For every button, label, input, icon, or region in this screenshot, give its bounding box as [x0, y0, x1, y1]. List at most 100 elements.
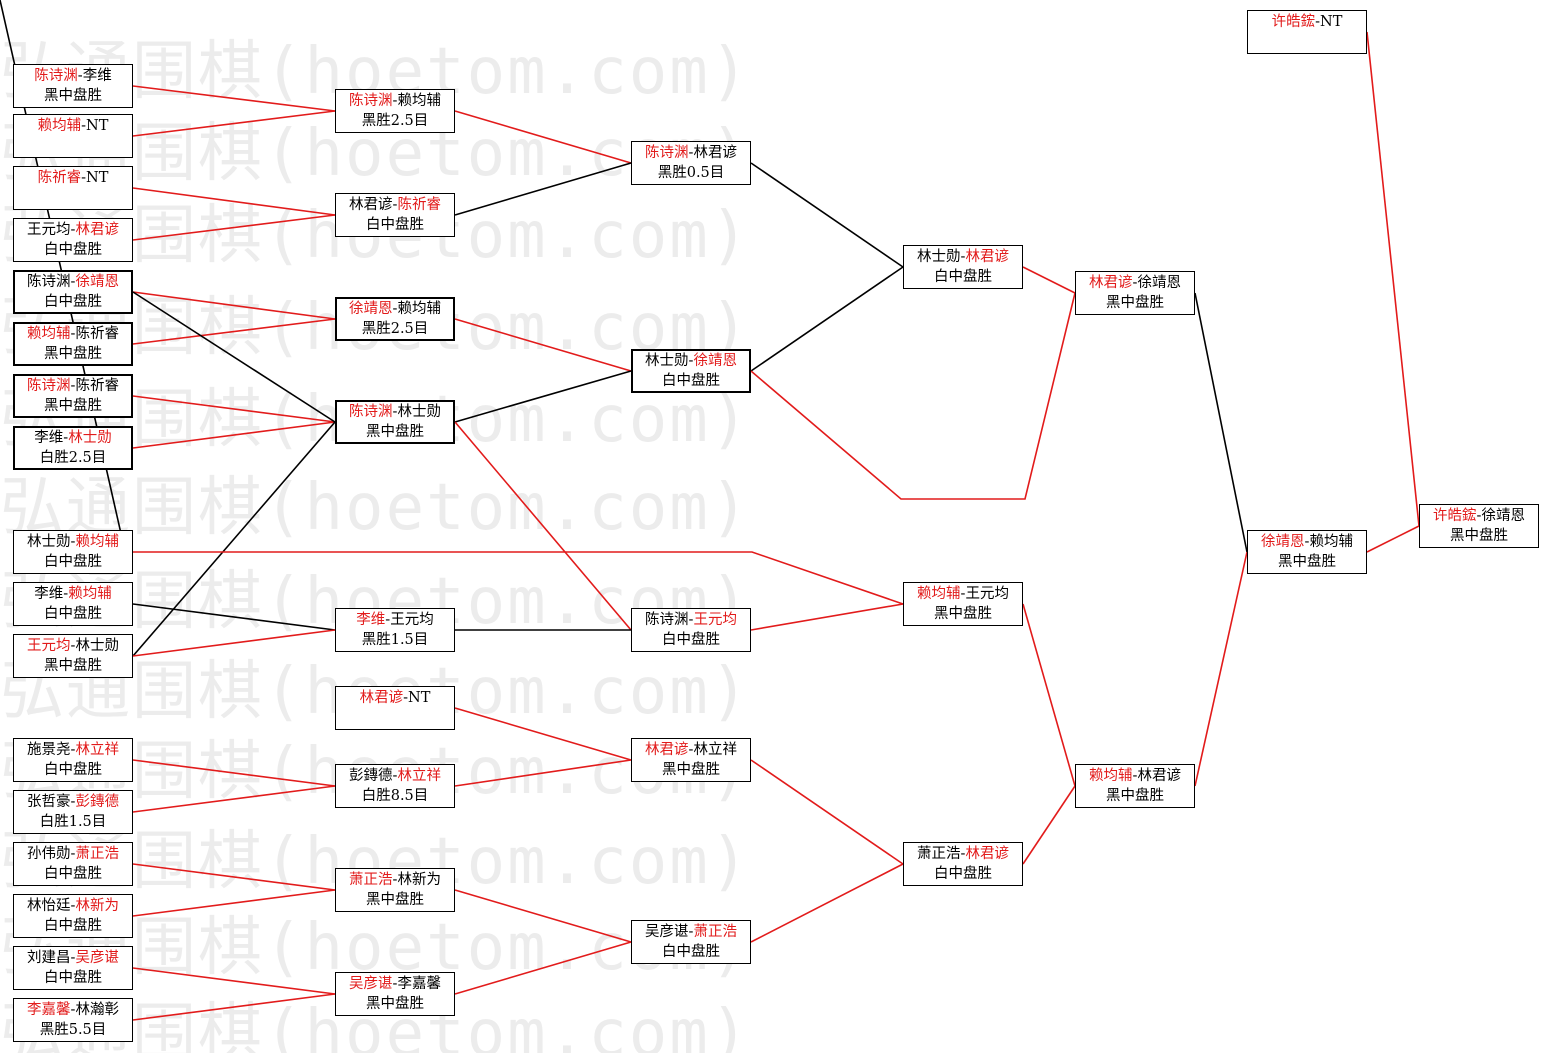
match-result: 白中盘胜	[44, 242, 102, 258]
match-result: 白中盘胜	[44, 918, 102, 934]
match-result: 白中盘胜	[366, 217, 424, 233]
player-separator: -	[1476, 508, 1482, 524]
player-black: 李嘉馨	[27, 1002, 71, 1018]
match-players: 李维-林士勋	[34, 428, 111, 448]
match-players: 赖均辅-陈祈睿	[27, 324, 119, 344]
player-white: 赖均辅	[68, 586, 112, 602]
player-black: 陈诗渊	[27, 274, 71, 290]
match-box-r4_02: 赖均辅-王元均黑中盘胜	[903, 582, 1023, 626]
match-players: 施景尧-林立祥	[27, 740, 119, 760]
player-black: 李维	[356, 612, 386, 628]
player-separator: -	[1132, 275, 1138, 291]
match-players: 徐靖恩-赖均辅	[1261, 532, 1353, 552]
match-box-r2_09: 吴彦谌-李嘉馨黑中盘胜	[335, 972, 455, 1016]
match-box-r1_08: 李维-林士勋白胜2.5目	[13, 426, 133, 470]
player-separator: -	[1304, 534, 1310, 550]
player-white: 徐靖恩	[1137, 275, 1181, 291]
player-black: 林君谚	[1089, 275, 1133, 291]
match-players: 吴彦谌-萧正浩	[645, 922, 737, 942]
player-white: 林新为	[75, 898, 119, 914]
match-result: 黑中盘胜	[1106, 295, 1164, 311]
player-white: 王元均	[965, 586, 1009, 602]
player-separator: -	[960, 586, 966, 602]
match-result: 白中盘胜	[44, 866, 102, 882]
player-white: 陈祈睿	[397, 197, 441, 213]
connector-r1_08-r2_04	[132, 421, 336, 449]
match-box-r5_02: 赖均辅-林君谚黑中盘胜	[1075, 764, 1195, 808]
match-result: 白胜2.5目	[39, 450, 107, 466]
player-separator: -	[688, 924, 694, 940]
match-result: 白胜8.5目	[361, 788, 429, 804]
match-result: 黑胜2.5目	[361, 113, 429, 129]
match-box-r2_08: 萧正浩-林新为黑中盘胜	[335, 868, 455, 912]
match-players: 林士勋-徐靖恩	[645, 351, 737, 371]
player-black: 徐靖恩	[349, 301, 393, 317]
connector-r1_11-r2_05	[132, 629, 336, 657]
player-black: 孙伟勋	[27, 846, 71, 862]
match-box-r1_17: 李嘉馨-林瀚彰黑胜5.5目	[13, 998, 133, 1042]
player-white: 萧正浩	[693, 924, 737, 940]
match-box-r6_01: 许皓鋐-NT	[1247, 10, 1367, 54]
player-black: 李维	[34, 430, 64, 446]
match-box-r3_01: 陈诗渊-林君谚黑胜0.5目	[631, 141, 751, 185]
player-black: 陈诗渊	[27, 378, 71, 394]
match-players: 刘建昌-吴彦谌	[27, 948, 119, 968]
match-box-r2_04: 陈诗渊-林士勋黑中盘胜	[335, 400, 455, 444]
player-white: 林君谚	[965, 846, 1009, 862]
match-result: 黑中盘胜	[1106, 788, 1164, 804]
player-black: 林士勋	[645, 353, 689, 369]
connector-r1_14-r2_08	[132, 863, 336, 891]
player-black: 王元均	[27, 638, 71, 654]
player-white: 林立祥	[397, 768, 441, 784]
match-result	[71, 188, 76, 208]
player-white: 赖均辅	[1309, 534, 1353, 550]
player-black: 陈诗渊	[645, 612, 689, 628]
connector-r1_04-r2_02	[132, 214, 336, 241]
player-separator: -	[70, 950, 76, 966]
connector-r3_03-r4_02	[750, 603, 904, 631]
match-box-r4_03: 萧正浩-林君谚白中盘胜	[903, 842, 1023, 886]
match-result: 白中盘胜	[662, 373, 720, 389]
player-white: 林瀚彰	[75, 1002, 119, 1018]
match-players: 李嘉馨-林瀚彰	[27, 1000, 119, 1020]
match-box-r1_04: 王元均-林君谚白中盘胜	[13, 218, 133, 262]
player-white: 陈祈睿	[75, 326, 119, 342]
match-result: 黑胜2.5目	[361, 321, 429, 337]
player-black: 陈诗渊	[34, 68, 78, 84]
player-black: 林君谚	[349, 197, 393, 213]
player-separator: -	[70, 638, 76, 654]
player-black: 张哲豪	[27, 794, 71, 810]
match-players: 许皓鋐-徐靖恩	[1433, 506, 1525, 526]
match-players: 李维-王元均	[356, 610, 433, 630]
match-box-r7_01: 许皓鋐-徐靖恩黑中盘胜	[1419, 504, 1539, 548]
player-white: 林君谚	[75, 222, 119, 238]
match-box-r2_06: 林君谚-NT	[335, 686, 455, 730]
match-result: 黑中盘胜	[662, 762, 720, 778]
player-white: 王元均	[693, 612, 737, 628]
player-black: 林怡廷	[27, 898, 71, 914]
player-black: 陈诗渊	[349, 404, 393, 420]
player-separator: -	[392, 93, 398, 109]
match-result: 黑胜0.5目	[657, 165, 725, 181]
match-players: 许皓鋐-NT	[1272, 12, 1343, 32]
player-black: 萧正浩	[349, 872, 393, 888]
match-players: 徐靖恩-赖均辅	[349, 299, 441, 319]
connector-r3_04-r4_03	[750, 759, 904, 865]
match-box-r2_03: 徐靖恩-赖均辅黑胜2.5目	[335, 297, 455, 341]
player-white: 赖均辅	[75, 534, 119, 550]
player-white: 林君谚	[965, 249, 1009, 265]
match-result: 黑中盘胜	[1450, 528, 1508, 544]
player-black: 吴彦谌	[645, 924, 689, 940]
match-box-r1_05: 陈诗渊-徐靖恩白中盘胜	[13, 270, 133, 314]
connector-r2_06-r3_04	[454, 707, 632, 761]
match-players: 陈诗渊-赖均辅	[349, 91, 441, 111]
connector-r2_08-r3_05	[454, 889, 632, 943]
player-black: 吴彦谌	[349, 976, 393, 992]
match-result: 黑中盘胜	[44, 88, 102, 104]
match-players: 张哲豪-彭鏄德	[27, 792, 119, 812]
match-result: 黑中盘胜	[366, 996, 424, 1012]
player-separator: -	[70, 742, 76, 758]
connector-r5_02-r6_02	[1194, 551, 1248, 787]
connector-r1_05-r2_03	[132, 291, 336, 320]
